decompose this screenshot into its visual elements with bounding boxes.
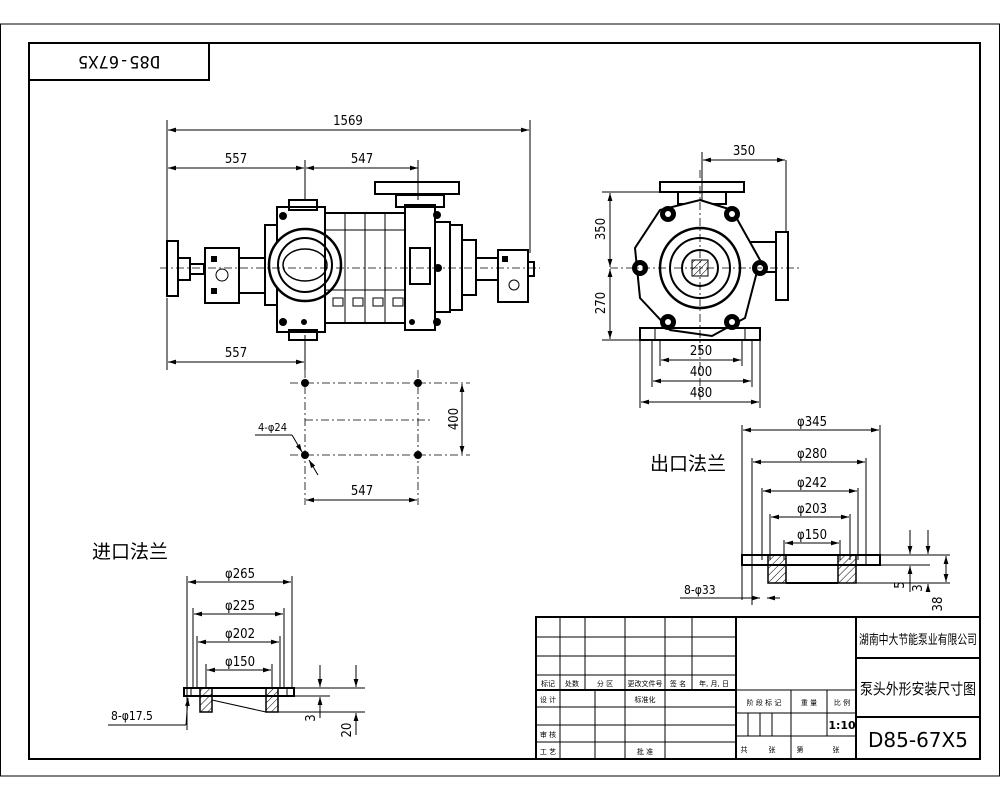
dim-lower-height: 270	[594, 292, 609, 314]
tb-date: 年, 月, 日	[699, 679, 729, 688]
dim-outlet-d1: φ345	[797, 415, 827, 430]
dim-left-bottom: 557	[225, 346, 247, 361]
inlet-flange-detail: 进口法兰 φ265 φ225 φ202 φ150 3 20	[92, 541, 365, 737]
dim-outlet-t3: 38	[931, 597, 946, 612]
dim-base-span: 547	[351, 484, 373, 499]
tb-zone: 分 区	[597, 679, 613, 688]
dim-outlet-d5: φ150	[797, 528, 827, 543]
title-block: 标记 处数 分 区 更改文件号 签 名 年, 月, 日 设 计 标准化 审 核 …	[535, 616, 981, 760]
hole-marker	[414, 451, 422, 459]
label-inlet-flange: 进口法兰	[92, 541, 168, 563]
tb-process: 工 艺	[540, 748, 556, 756]
hole-marker	[301, 451, 309, 459]
dim-left-top: 557	[225, 152, 247, 167]
tb-approve: 批 准	[637, 747, 653, 756]
label-outlet-holes: 8-φ33	[684, 583, 716, 597]
dim-inlet-d3: φ202	[225, 627, 255, 642]
label-outlet-flange: 出口法兰	[650, 453, 726, 475]
dim-upper-height: 350	[594, 218, 609, 240]
label-base-holes: 4-φ24	[258, 421, 287, 434]
tb-count: 处数	[565, 679, 579, 688]
tb-company: 湖南中大节能泵业有限公司	[859, 632, 977, 648]
tb-no: 第	[797, 745, 804, 754]
dim-outlet-t1: 5	[893, 581, 908, 588]
dim-inlet-d1: φ265	[225, 567, 255, 582]
foundation-holes: 400 547 4-φ24	[255, 370, 470, 505]
dim-width-2: 400	[690, 365, 712, 380]
sheet-border	[0, 23, 1000, 777]
tb-standard: 标准化	[635, 695, 656, 704]
hole-marker	[414, 379, 422, 387]
dim-outlet-d2: φ280	[797, 447, 827, 462]
dim-inlet-d4: φ150	[225, 655, 255, 670]
tb-drawing-name: 泵头外形安装尺寸图	[860, 680, 976, 698]
outlet-flange-detail: 出口法兰 φ345 φ280 φ242 φ203 φ150	[650, 415, 950, 611]
pump-side-view: 350 350	[594, 144, 800, 408]
tb-sheet: 张	[833, 745, 840, 754]
tb-design: 设 计	[540, 695, 556, 704]
dim-inlet-t1: 3	[304, 714, 319, 721]
tb-sign: 签 名	[670, 679, 686, 688]
dim-inlet-d2: φ225	[225, 599, 255, 614]
dim-center-top: 547	[351, 152, 373, 167]
dim-outlet-d3: φ242	[797, 476, 827, 491]
dim-inlet-t2: 20	[340, 723, 355, 738]
tb-scale-value: 1:10	[828, 719, 856, 732]
tb-stage-mark: 阶 段 标 记	[747, 698, 782, 707]
dim-overall-length: 1569	[333, 114, 363, 129]
tb-total: 共	[741, 745, 748, 754]
code-box-text: D85-67X5	[78, 51, 160, 71]
label-inlet-holes: 8-φ17.5	[111, 709, 153, 723]
dim-base-depth: 400	[447, 408, 462, 430]
tb-sheets: 张	[769, 745, 776, 754]
tb-ratio: 比 例	[834, 698, 850, 707]
dim-outlet-d4: φ203	[797, 502, 827, 517]
tb-model: D85-67X5	[868, 728, 968, 752]
tb-weight: 重 量	[801, 699, 817, 707]
code-box: D85-67X5	[28, 42, 210, 81]
tb-mark: 标记	[541, 679, 555, 688]
dim-width-1: 250	[690, 344, 712, 359]
drawing-frame	[28, 42, 981, 760]
pump-front-view: 1569 557 547	[160, 114, 540, 370]
dim-width-3: 480	[690, 386, 712, 401]
tb-doc-no: 更改文件号	[628, 679, 663, 688]
dim-outlet-t2: 3	[911, 584, 926, 591]
dim-outlet-offset: 350	[733, 144, 755, 159]
tb-review: 审 核	[540, 730, 556, 739]
hole-marker	[301, 379, 309, 387]
